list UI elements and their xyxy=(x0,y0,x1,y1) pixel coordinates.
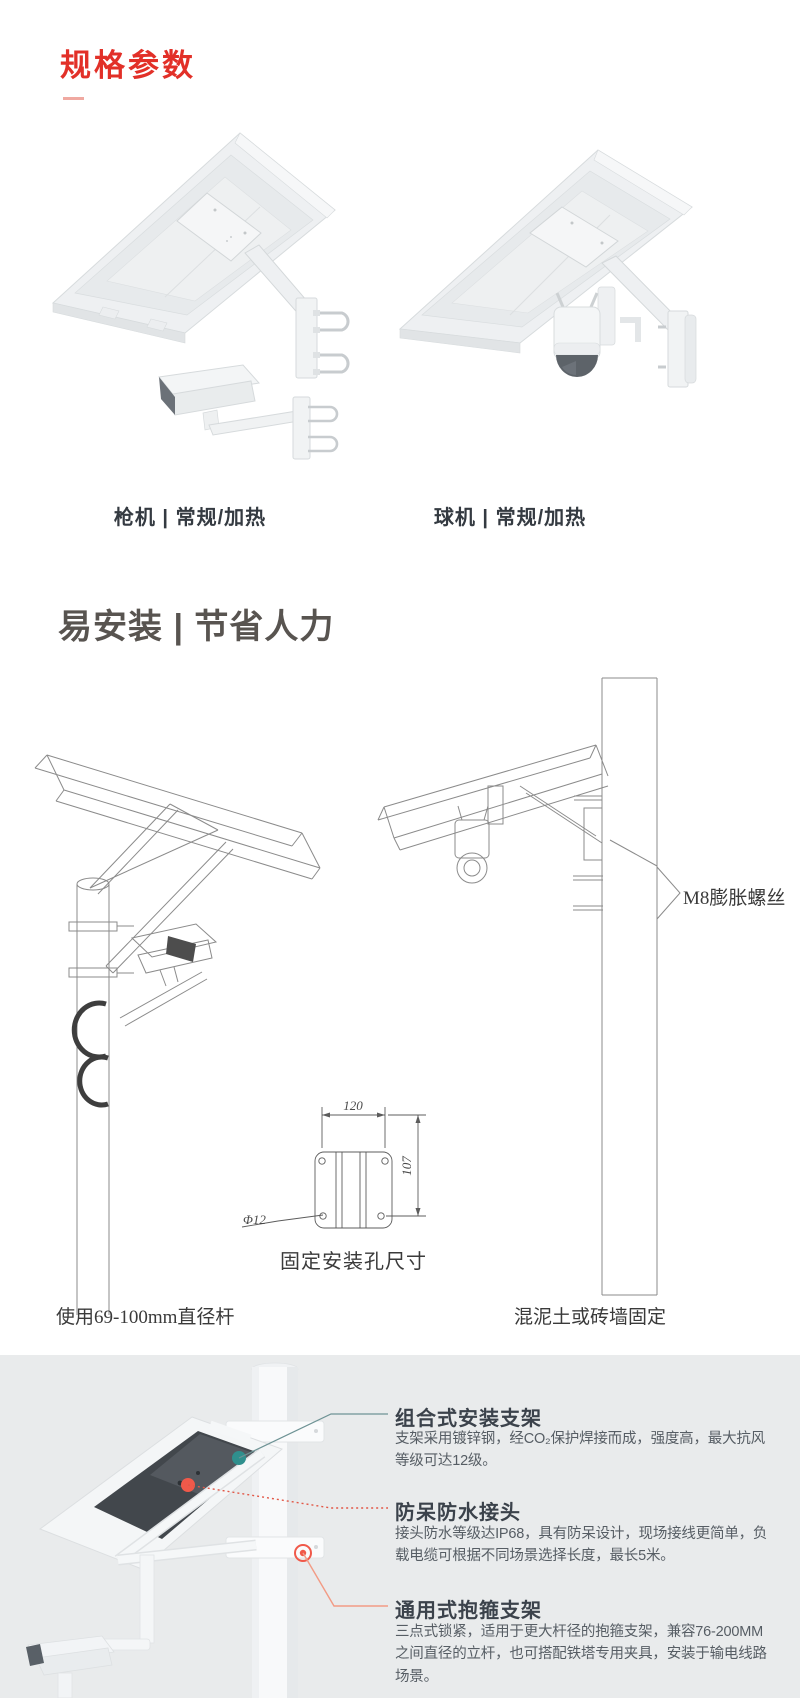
bullet-camera-caption: 枪机 | 常规/加热 xyxy=(113,507,267,529)
wall-fixing-caption: 混泥土或砖墙固定 xyxy=(514,1307,667,1328)
hoop-leader-line xyxy=(302,1552,388,1607)
dim-height-label: 107 xyxy=(399,1156,414,1176)
installed-system-render xyxy=(26,1362,388,1698)
dimension-caption: 固定安装孔尺寸 xyxy=(280,1251,427,1273)
mounting-plate-dimension-drawing: 120 107 Φ12 xyxy=(241,1098,426,1229)
bracket-leader-line xyxy=(238,1413,388,1459)
feature-hoop-desc: 三点式锁紧，适用于更大杆径的抱箍支架，兼容76-200MM之间直径的立杆，也可搭… xyxy=(395,1624,767,1685)
install-section-heading: 易安装 | 节省人力 xyxy=(58,608,335,646)
dome-camera-caption: 球机 | 常规/加热 xyxy=(433,507,587,529)
spec-section-heading: 规格参数 xyxy=(60,48,196,83)
dim-width-label: 120 xyxy=(343,1098,363,1113)
feature-connector-title: 防呆防水接头 xyxy=(395,1502,521,1524)
feature-bracket-desc: 支架采用镀锌钢，经CO₂保护焊接而成，强度高，最大抗风等级可达12级。 xyxy=(395,1431,765,1470)
heading-underline xyxy=(63,97,84,100)
pole-mount-line-drawing xyxy=(34,754,321,1315)
hole-diameter-label: Φ12 xyxy=(243,1212,266,1227)
dome-camera-product-render xyxy=(398,149,697,388)
feature-hoop-title: 通用式抱箍支架 xyxy=(395,1600,542,1622)
feature-bracket-title: 组合式安装支架 xyxy=(395,1408,542,1430)
feature-connector-desc: 接头防水等级达IP68，具有防呆设计，现场接线更简单，负载电缆可根据不同场景选择… xyxy=(395,1526,768,1565)
features-section: 组合式安装支架 支架采用镀锌钢，经CO₂保护焊接而成，强度高，最大抗风等级可达1… xyxy=(0,1355,800,1698)
bullet-camera-product-render xyxy=(51,132,350,460)
wall-mount-line-drawing xyxy=(377,677,681,1296)
pole-diameter-caption: 使用69-100mm直径杆 xyxy=(56,1307,235,1328)
expansion-screw-label: M8膨胀螺丝 xyxy=(683,888,786,909)
